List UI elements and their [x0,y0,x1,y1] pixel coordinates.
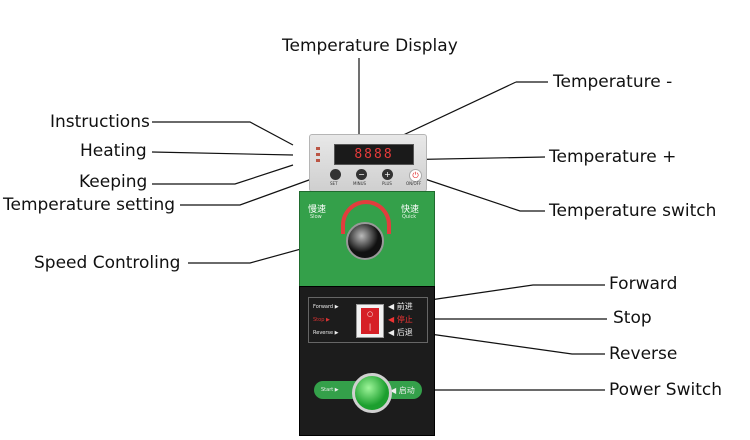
callout-heating: Heating [80,141,147,161]
temperature-controller: 8888 SET − MINUS + PLUS ⏻ ON/OFF [309,134,427,192]
callout-reverse: Reverse [609,344,678,364]
power-start-button[interactable] [352,373,392,413]
speed-panel: 慢速 Slow 快速 Quick [299,191,435,288]
reverse-label-cn: ◀ 后退 [388,328,413,337]
callout-stop: Stop [613,308,652,328]
direction-rocker-switch[interactable]: ○| [356,304,384,338]
stop-label-cn: ◀ 停止 [388,315,413,324]
minus-label: MINUS [353,181,367,186]
stop-label-en: Stop ▶ [313,317,330,323]
speed-knob[interactable] [346,222,384,260]
callout-power-switch: Power Switch [609,380,723,400]
heating-led [316,153,320,156]
callout-temperature-setting: Temperature setting [3,195,176,215]
set-button[interactable] [330,169,341,180]
callout-temperature-minus: Temperature - [553,72,673,92]
callout-temperature-switch: Temperature switch [549,201,717,221]
status-leds [316,147,320,165]
forward-label-cn: ◀ 前进 [388,302,413,311]
slow-label-en: Slow [310,214,322,220]
power-toggle-button[interactable]: ⏻ [409,169,422,182]
minus-button[interactable]: − [356,169,367,180]
rocker-face: ○| [361,308,379,334]
plus-label: PLUS [382,181,392,186]
start-label-en: Start ▶ [321,387,339,393]
device-controller: 8888 SET − MINUS + PLUS ⏻ ON/OFF 慢速 Slow… [297,134,440,436]
direction-switch-area: Forward ▶ Stop ▶ Reverse ▶ ○| ◀ 前进 ◀ 停止 … [308,297,428,343]
onoff-label: ON/OFF [406,181,422,186]
callout-instructions: Instructions [50,112,150,132]
callout-speed-controling: Speed Controling [34,253,181,273]
direction-panel: Forward ▶ Stop ▶ Reverse ▶ ○| ◀ 前进 ◀ 停止 … [299,286,435,436]
callout-forward: Forward [609,274,678,294]
forward-label-en: Forward ▶ [313,304,339,310]
reverse-label-en: Reverse ▶ [313,330,339,336]
temperature-display: 8888 [334,144,414,165]
quick-label-cn: 快速 [401,205,420,215]
callout-temperature-display: Temperature Display [282,36,458,56]
slow-label-cn: 慢速 [308,205,327,215]
callout-keeping: Keeping [79,172,148,192]
instructions-led [316,147,320,150]
keeping-led [316,159,320,162]
start-label-cn: ◀ 启动 [390,386,415,395]
callout-temperature-plus: Temperature + [549,147,677,167]
set-label: SET [330,181,338,186]
speed-arc [341,200,391,234]
plus-button[interactable]: + [382,169,393,180]
quick-label-en: Quick [402,214,417,220]
